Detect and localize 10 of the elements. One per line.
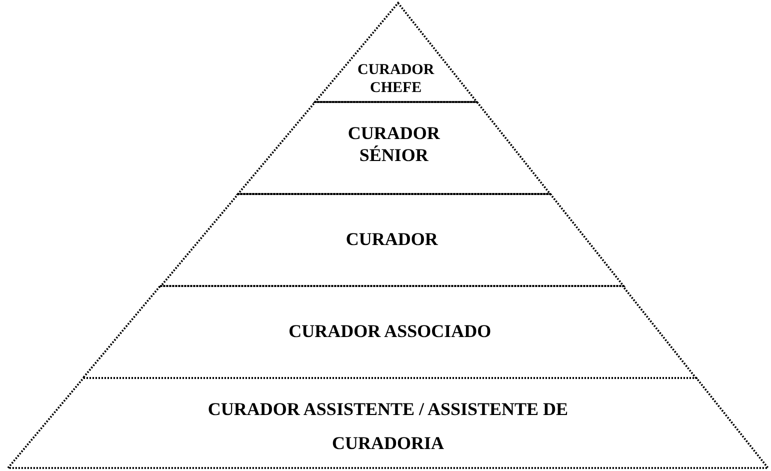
pyramid-level (83, 286, 696, 378)
level-label: CURADOR SÉNIOR (346, 122, 441, 166)
pyramid-level (160, 194, 624, 286)
pyramid-level (238, 102, 550, 194)
level-label: CURADOR CHEFE (356, 61, 436, 97)
pyramid-level (8, 378, 768, 468)
pyramid-level (314, 3, 477, 102)
level-label: CURADOR ASSOCIADO (288, 320, 492, 342)
level-label: CURADOR ASSISTENTE / ASSISTENTE DE CURADORIA (206, 398, 570, 455)
level-label: CURADOR (344, 228, 439, 250)
